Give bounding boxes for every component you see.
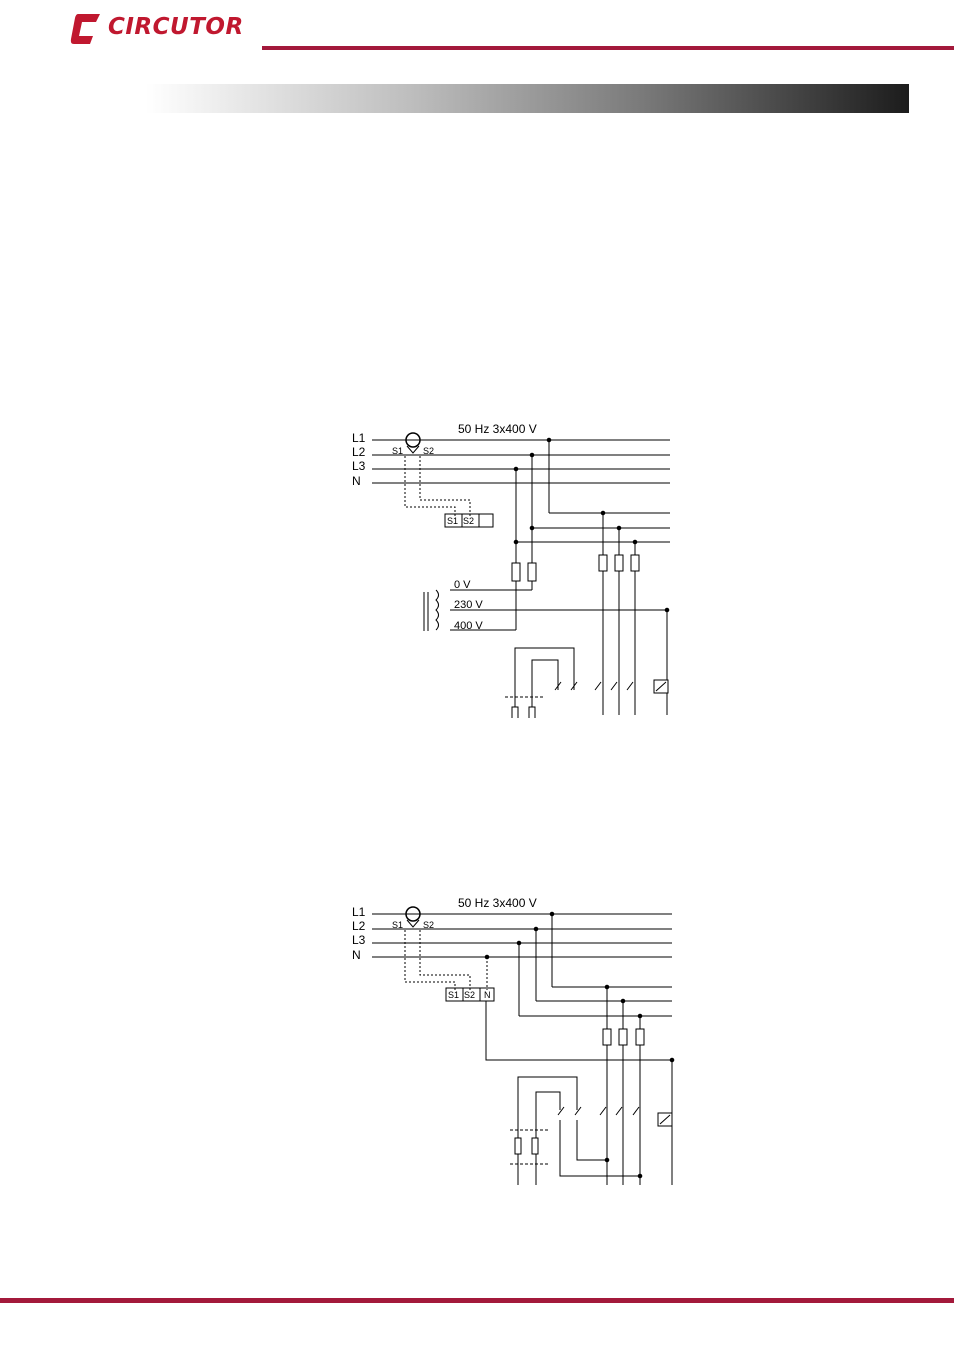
terminal-s1-label: S1 — [448, 990, 459, 1000]
ct-winding — [406, 445, 420, 454]
supply-label: 50 Hz 3x400 V — [458, 896, 537, 910]
ct-s2-label: S2 — [423, 446, 434, 456]
line-label-n: N — [352, 474, 361, 488]
wiring-diagram-2: 50 Hz 3x400 V L1 L2 L3 N S1 S2 S1 S2 N — [345, 892, 675, 1192]
line-label-l3: L3 — [352, 459, 366, 473]
line-label-l3: L3 — [352, 933, 366, 947]
ct-s1-label: S1 — [392, 920, 403, 930]
ct-s1-label: S1 — [392, 446, 403, 456]
header-rule — [262, 46, 954, 50]
section-band — [146, 84, 909, 113]
tap-230v-label: 230 V — [454, 599, 483, 611]
circutor-logo-icon — [70, 14, 100, 44]
ct-s2-label: S2 — [423, 920, 434, 930]
terminal-blank — [478, 513, 494, 528]
line-label-l1: L1 — [352, 431, 366, 445]
terminal-s2-label: S2 — [463, 516, 474, 526]
line-label-l2: L2 — [352, 919, 366, 933]
line-label-l1: L1 — [352, 905, 366, 919]
footer-rule — [0, 1298, 954, 1303]
wiring-diagram-1: 50 Hz 3x400 V L1 L2 L3 N S1 S2 S1 S2 0 V… — [345, 418, 675, 720]
circutor-logo: CIRCUTOR — [70, 12, 250, 46]
terminal-s2-label: S2 — [464, 990, 475, 1000]
fuse — [527, 562, 537, 582]
terminal-n-label: N — [484, 990, 491, 1000]
terminal-n — [479, 987, 495, 1002]
supply-label: 50 Hz 3x400 V — [458, 422, 537, 436]
tap-0v-label: 0 V — [454, 579, 471, 591]
voltage-transformer — [423, 589, 439, 631]
terminal-s1-label: S1 — [447, 516, 458, 526]
logo-text: CIRCUTOR — [108, 14, 244, 40]
line-label-n: N — [352, 948, 361, 962]
fuse — [511, 562, 521, 582]
current-transformer — [405, 432, 421, 448]
current-transformer — [405, 906, 421, 922]
line-label-l2: L2 — [352, 445, 366, 459]
tap-400v-label: 400 V — [454, 620, 483, 632]
ct-secondary-wiring — [404, 456, 471, 516]
